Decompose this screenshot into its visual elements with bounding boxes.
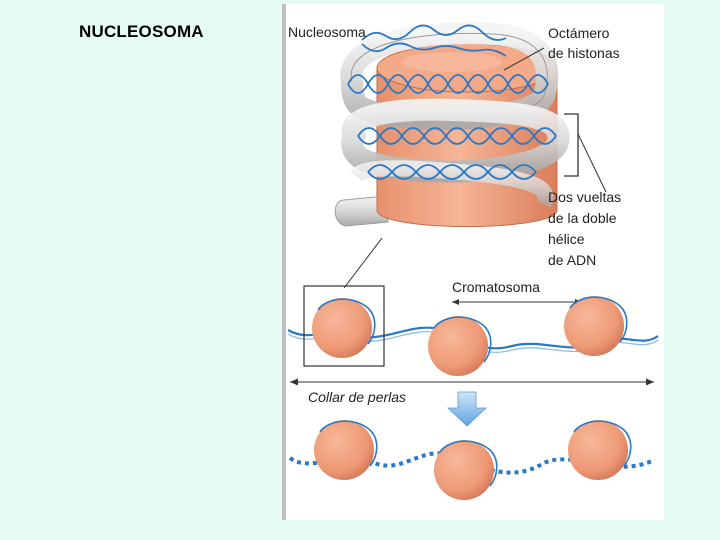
bead-1 [314, 420, 378, 480]
dna-leader-line [577, 133, 607, 193]
transition-arrow [446, 391, 488, 427]
label-chromatosome: Cromatosoma [452, 279, 540, 295]
label-octamer-line2: de histonas [548, 45, 620, 61]
chromatosome-bead-1 [312, 298, 376, 358]
nucleosome-figure: Nucleosoma Octámero de histonas Dos vuel… [282, 4, 664, 520]
label-dna-line2: de la doble [548, 210, 617, 226]
label-dna-line3: hélice [548, 231, 585, 247]
label-dna-line1: Dos vueltas [548, 189, 621, 205]
label-octamer-line1: Octámero [548, 25, 610, 41]
dna-turn-2 [341, 98, 570, 183]
dna-turn-3 [349, 160, 554, 208]
bead-2 [434, 440, 498, 500]
label-beads: Collar de perlas [308, 389, 406, 405]
dna-double-helix [347, 24, 557, 180]
label-dna-line4: de ADN [548, 252, 596, 268]
chromatosome-bead-2 [428, 316, 492, 376]
label-nucleosome: Nucleosoma [288, 24, 366, 40]
dna-turns-bracket [564, 113, 579, 177]
bead-3 [568, 420, 632, 480]
figure-left-border [282, 4, 286, 520]
magnify-box [303, 285, 385, 367]
nucleosome-illustration [334, 22, 607, 289]
magnify-leader-line [343, 237, 383, 289]
chromatosome-bead-3 [564, 296, 628, 356]
dna-tube-linker [334, 195, 389, 227]
octamer-leader-line [503, 47, 545, 71]
beads-on-string-row [288, 420, 655, 500]
slide-title: NUCLEOSOMA [79, 22, 204, 41]
chromatosome-row: Cromatosoma [287, 279, 659, 376]
